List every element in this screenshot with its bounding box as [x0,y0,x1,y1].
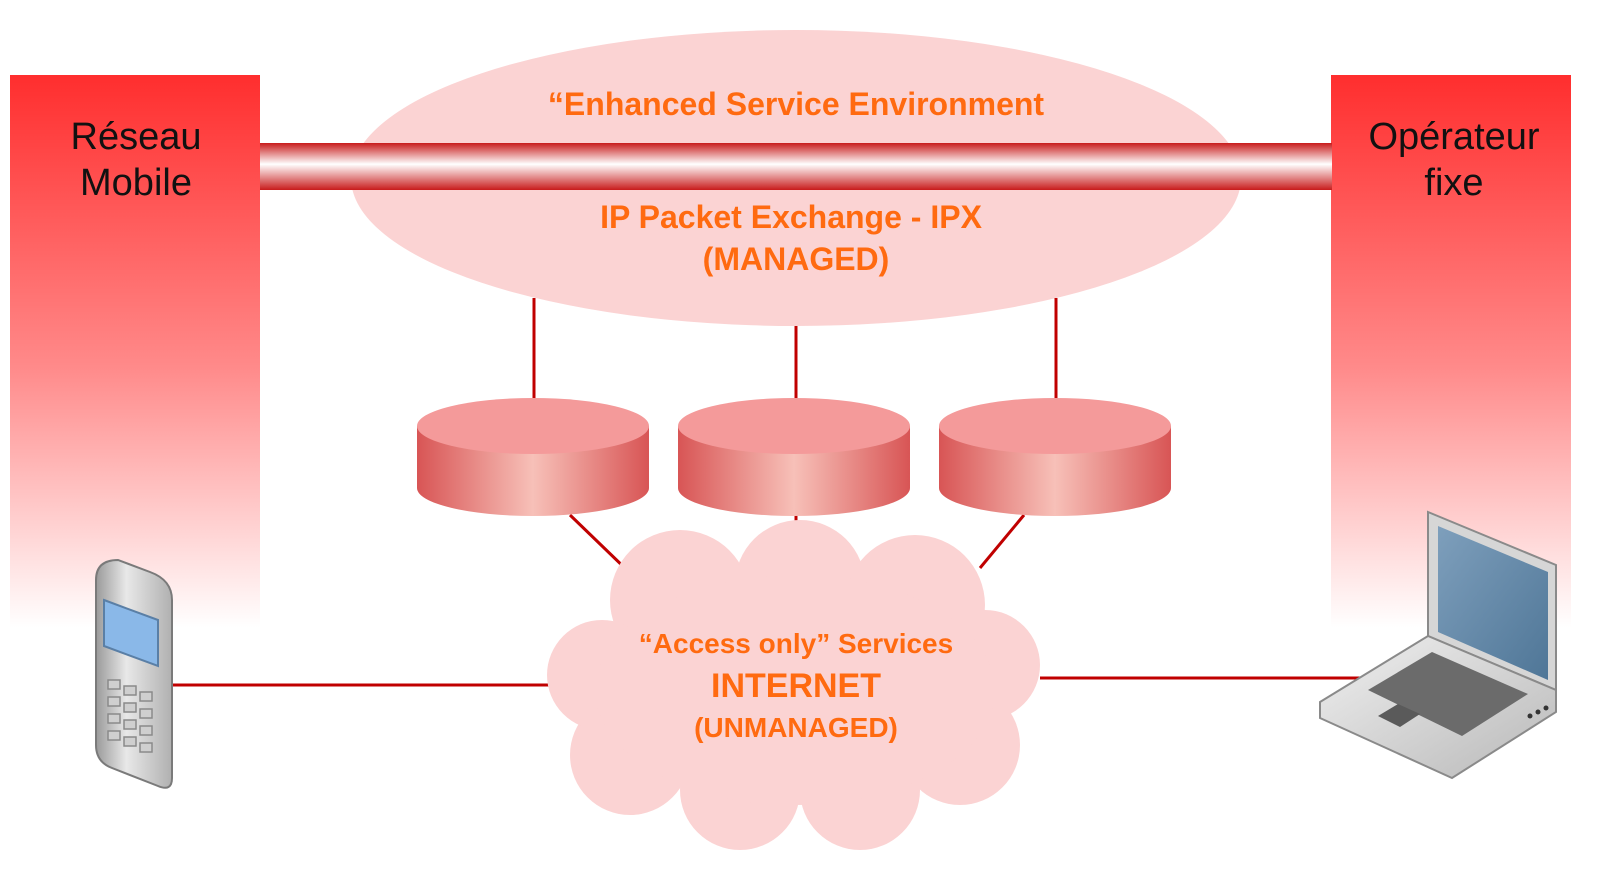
left-column-label-line2: Mobile [80,162,192,204]
ipx-label: IP Packet Exchange - IPX [600,199,982,235]
left-column-label-line1: Réseau [71,116,202,158]
ipx-managed-label: (MANAGED) [703,241,890,277]
laptop-icon [1319,510,1557,780]
right-column-label-line1: Opérateur [1368,116,1539,158]
internet-access-label: “Access only” Services [639,628,953,659]
backbone-pipe [260,143,1332,190]
database-disk-icon [678,398,910,516]
mobile-phone-icon [95,558,173,789]
database-disk-icon [939,398,1171,516]
link-disk-right-cloud [978,514,1026,569]
link-disk-left-cloud [568,513,632,575]
ipx-heading: “Enhanced Service Environment [548,86,1045,122]
internet-cloud [547,520,1040,850]
internet-label: INTERNET [711,667,881,705]
database-disk-icon [417,398,649,516]
internet-unmanaged-label: (UNMANAGED) [694,712,898,743]
right-column-label-line2: fixe [1424,162,1483,204]
